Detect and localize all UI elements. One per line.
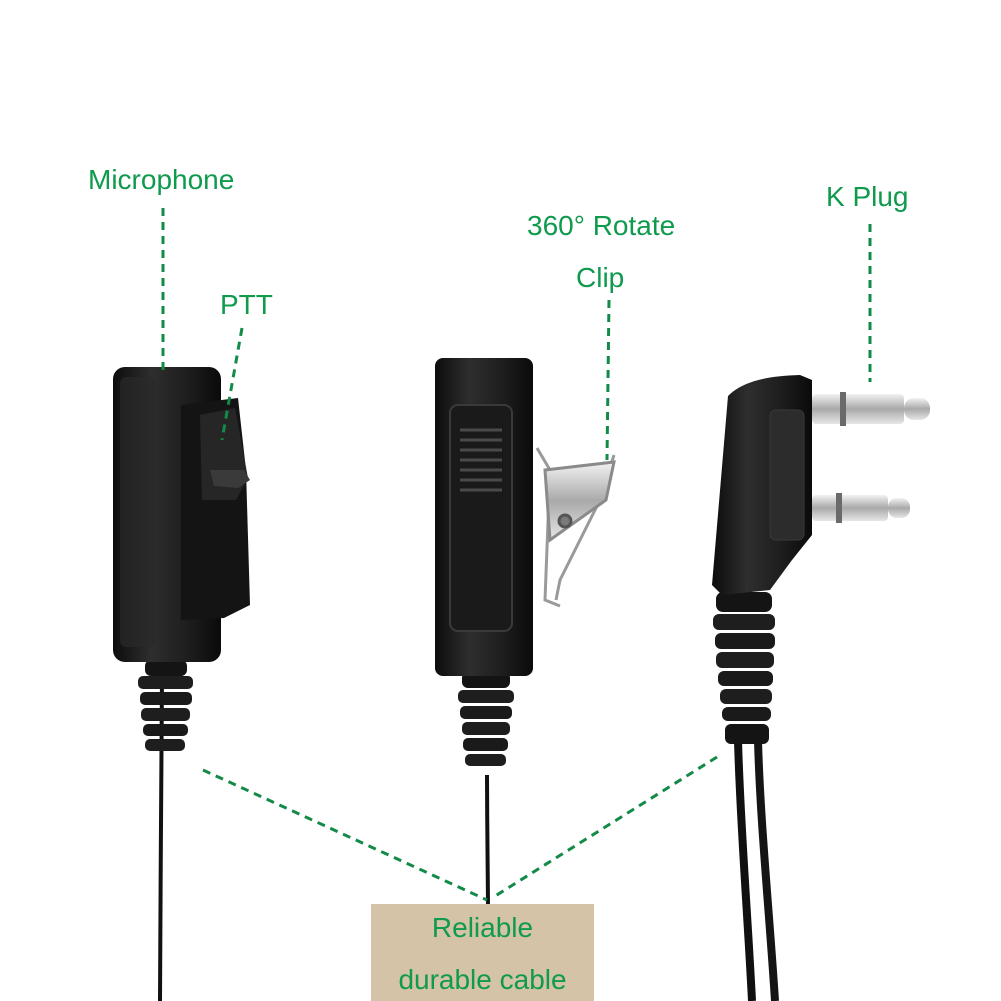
microphone-label: Microphone <box>88 164 235 195</box>
cable-caption-box: Reliable durable cable <box>371 904 594 1001</box>
leader-lines <box>161 208 872 902</box>
cable-caption-line1: Reliable <box>431 912 534 943</box>
ptt-label: PTT <box>220 289 273 320</box>
cable-caption-line2: durable cable <box>398 964 567 995</box>
rotate-label: 360° Rotate <box>527 210 676 241</box>
microphone-ptt-unit <box>113 367 250 1001</box>
clip-label: Clip <box>576 262 625 293</box>
earpiece-unit <box>435 358 616 906</box>
plug-pins <box>812 392 930 523</box>
grip-ridges <box>460 428 502 492</box>
leader-cable-left <box>202 768 488 902</box>
strain-relief-middle <box>458 672 514 766</box>
k-plug-label: K Plug <box>826 181 909 212</box>
leader-clip <box>605 299 611 461</box>
k-plug-unit <box>712 375 930 1001</box>
leader-cable-right <box>491 755 718 900</box>
strain-relief-right <box>713 592 775 744</box>
ptt-clip <box>181 398 250 620</box>
strain-relief-left <box>138 660 193 751</box>
metal-clip <box>535 447 616 608</box>
leader-ptt <box>220 327 244 441</box>
